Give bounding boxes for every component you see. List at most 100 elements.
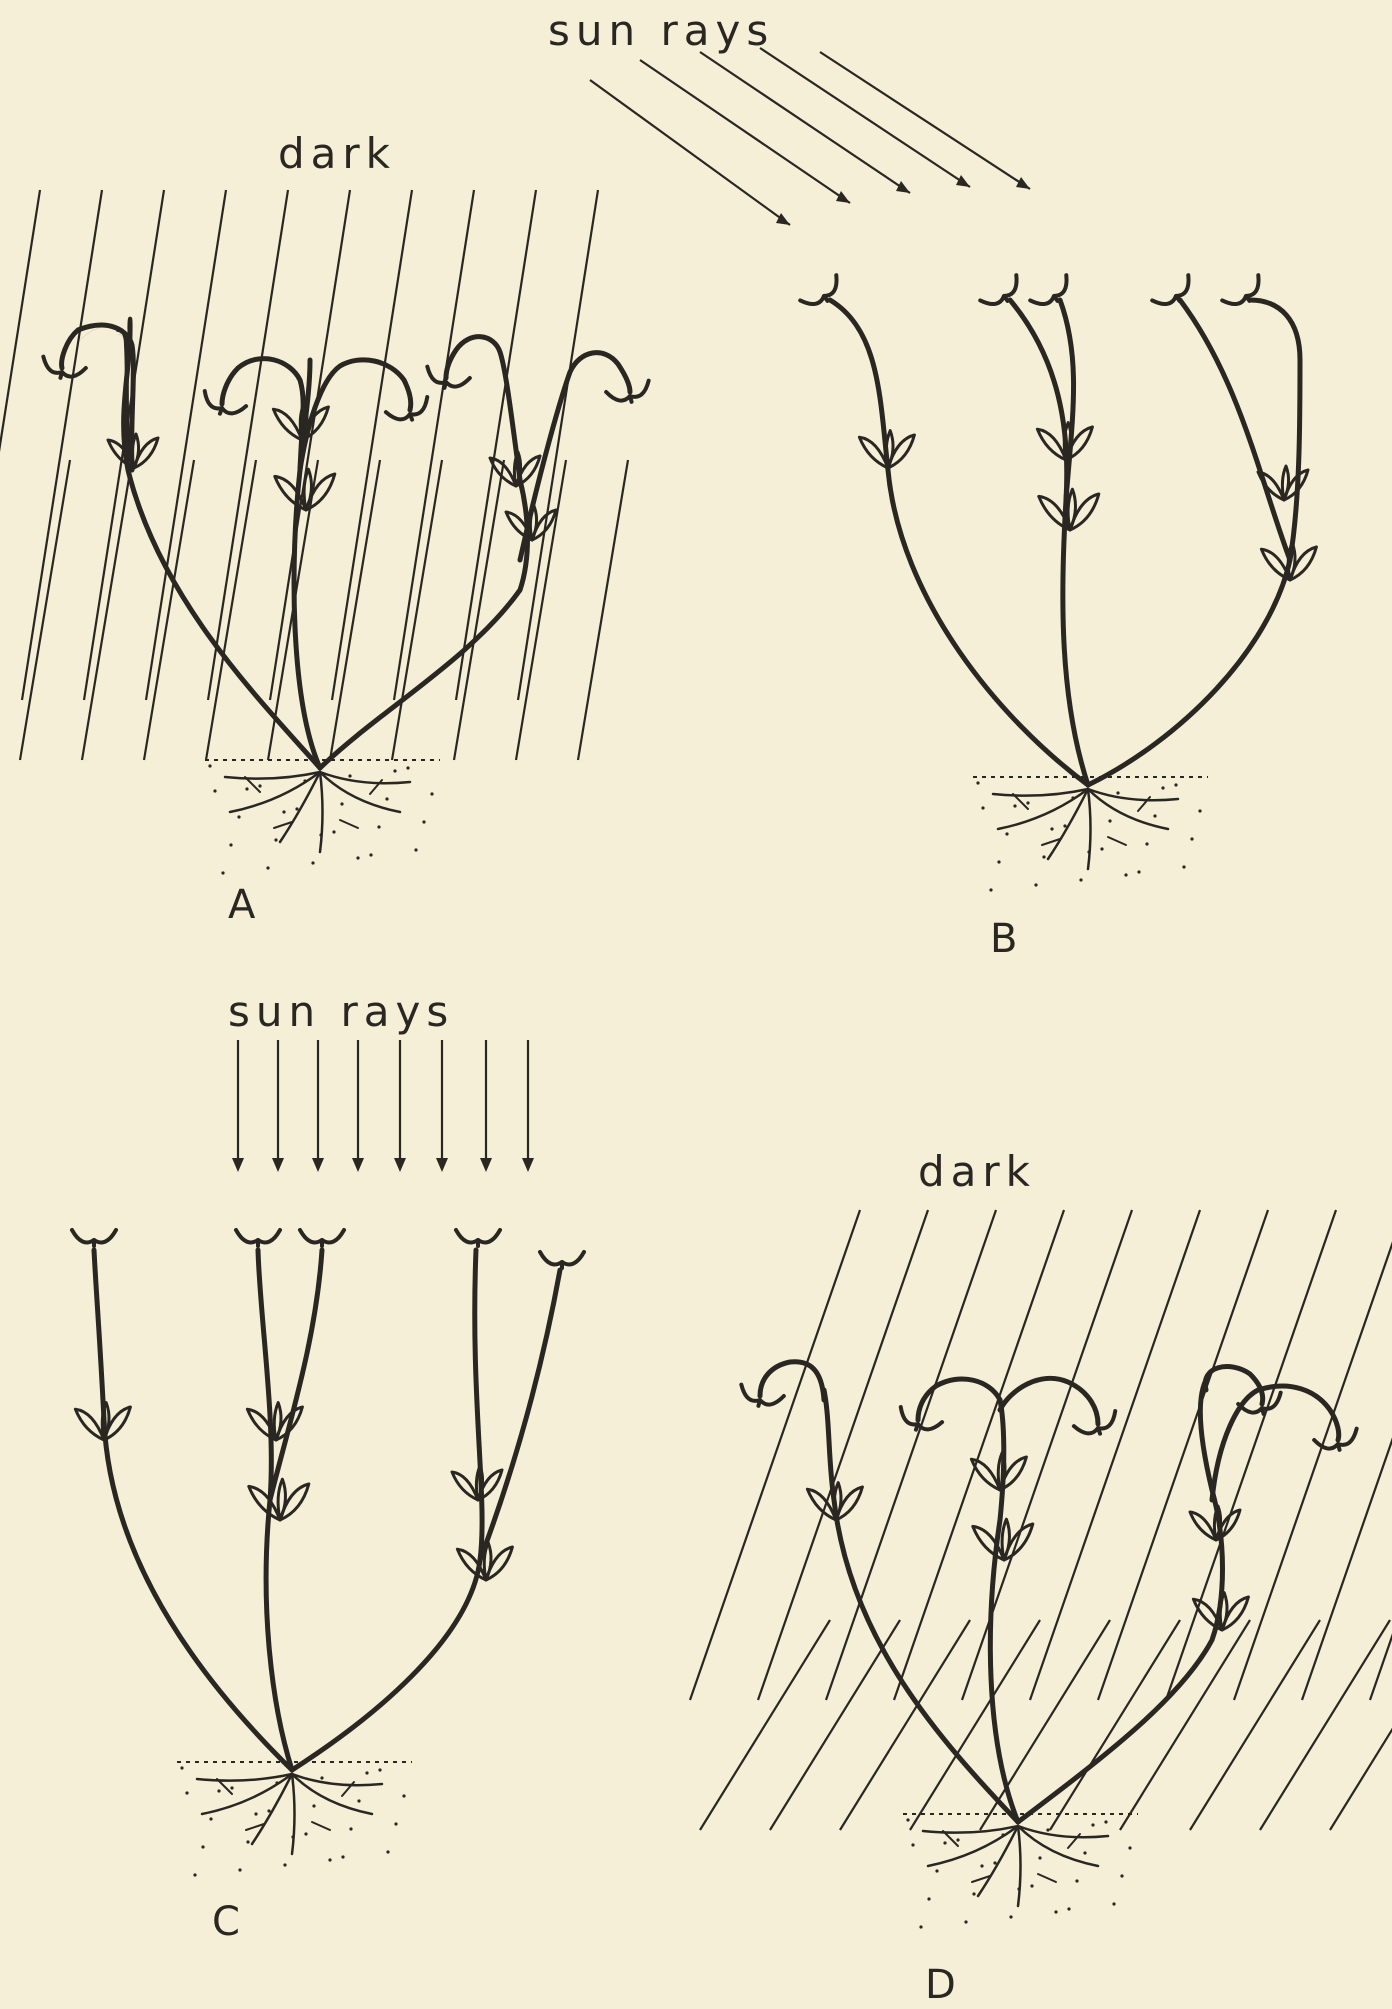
flower-base [410,414,412,420]
leaf [75,1409,104,1440]
panel-d-label: D [925,1962,962,2008]
root [320,772,323,852]
hatch-line [394,190,474,700]
flower-head [1030,275,1075,313]
hatch-line [518,190,598,700]
soil-dot [1128,1846,1131,1849]
soil-dot [1075,1879,1078,1882]
panel-b-condition-label: sun rays [548,6,774,55]
leaf [484,1543,491,1580]
stem [292,1250,482,1770]
sun-ray-arrowhead [776,213,790,225]
soil-dot [997,860,1000,863]
soil-dot [386,1850,389,1853]
soil-dot [1104,1820,1107,1823]
flower-head [1222,275,1267,313]
root [923,1826,1018,1833]
soil-dot [927,1897,930,1900]
root [320,772,400,812]
hatch-line [826,1210,996,1700]
sun-ray-arrow [590,80,790,225]
soil-dot [1083,1851,1086,1854]
soil-dot [1112,1902,1115,1905]
soil-dot [209,1817,212,1820]
soil-dot [1030,1884,1033,1887]
soil-dot [320,1776,323,1779]
rootlet [340,820,358,828]
panel-a-plant [39,319,653,875]
soil-dot [229,843,232,846]
root [978,1826,1018,1896]
soil-dot [193,1873,196,1876]
leaf [278,1479,285,1520]
sun-ray-arrowhead [232,1158,244,1172]
hatch-line [270,190,350,700]
leaf [1190,1512,1216,1540]
soil-dot [1034,883,1037,886]
soil-dot [1198,809,1201,812]
soil-dot [369,853,372,856]
panel-c-plant [72,1230,584,1877]
soil-dot [1071,796,1074,799]
flower-neck [1000,1378,1098,1424]
hatch-line [758,1210,928,1700]
flower-base [916,1424,918,1430]
root [993,789,1088,796]
panel-c-sun-ray-arrows [232,1040,534,1172]
soil-dot [935,1869,938,1872]
leaf [1002,1519,1009,1560]
flower-cup [1030,275,1073,310]
root [1018,1826,1021,1906]
flower-neck [270,1250,322,1500]
sun-ray-arrowhead [1016,177,1030,189]
soil-dot [201,1845,204,1848]
hatch-line [392,460,442,760]
flower-base [1098,1428,1100,1434]
soil-dot [980,1864,983,1867]
leaf [886,431,893,468]
soil-dot [348,774,351,777]
flower-base [1176,296,1179,301]
panel-d-condition-label: dark [918,1147,1036,1196]
leaf [273,409,302,440]
soil-dot [1091,1823,1094,1826]
soil-dot [332,830,335,833]
soil-dot [1116,791,1119,794]
root [292,1774,382,1785]
hatch-line [22,190,102,700]
soil-dot [304,1832,307,1835]
hatch-line [1030,1210,1200,1700]
soil-dot [1174,783,1177,786]
flower-head [72,1230,116,1246]
flower-head [540,1252,584,1268]
soil-dot [1079,878,1082,881]
roots [973,777,1208,892]
soil-dot [919,1925,922,1928]
soil-dot [365,1771,368,1774]
root [1088,789,1091,869]
panel-b-plant [800,275,1316,891]
hatch-line [894,1210,1064,1700]
soil-dot [1137,870,1140,873]
sun-ray-arrow [820,52,1030,189]
leaf [452,1472,478,1500]
soil-dot [230,1786,233,1789]
panel-a-label: A [228,882,261,928]
sun-ray-arrowhead [522,1158,534,1172]
flower-base [824,296,827,301]
soil-dot [275,1781,278,1784]
sun-ray-arrowhead [956,175,970,187]
soil-dot [1063,824,1066,827]
root [1018,1826,1098,1866]
soil-dot [1026,801,1029,804]
soil-dot [1120,1874,1123,1877]
hatch-line [1098,1210,1268,1700]
hatch-line [770,1620,900,1830]
soil-dot [406,766,409,769]
soil-dot [1017,1887,1020,1890]
soil-dot [1067,1907,1070,1910]
soil-dot [1038,1856,1041,1859]
leaf [249,1486,280,1520]
roots [177,1762,412,1877]
soil-dot [267,1809,270,1812]
